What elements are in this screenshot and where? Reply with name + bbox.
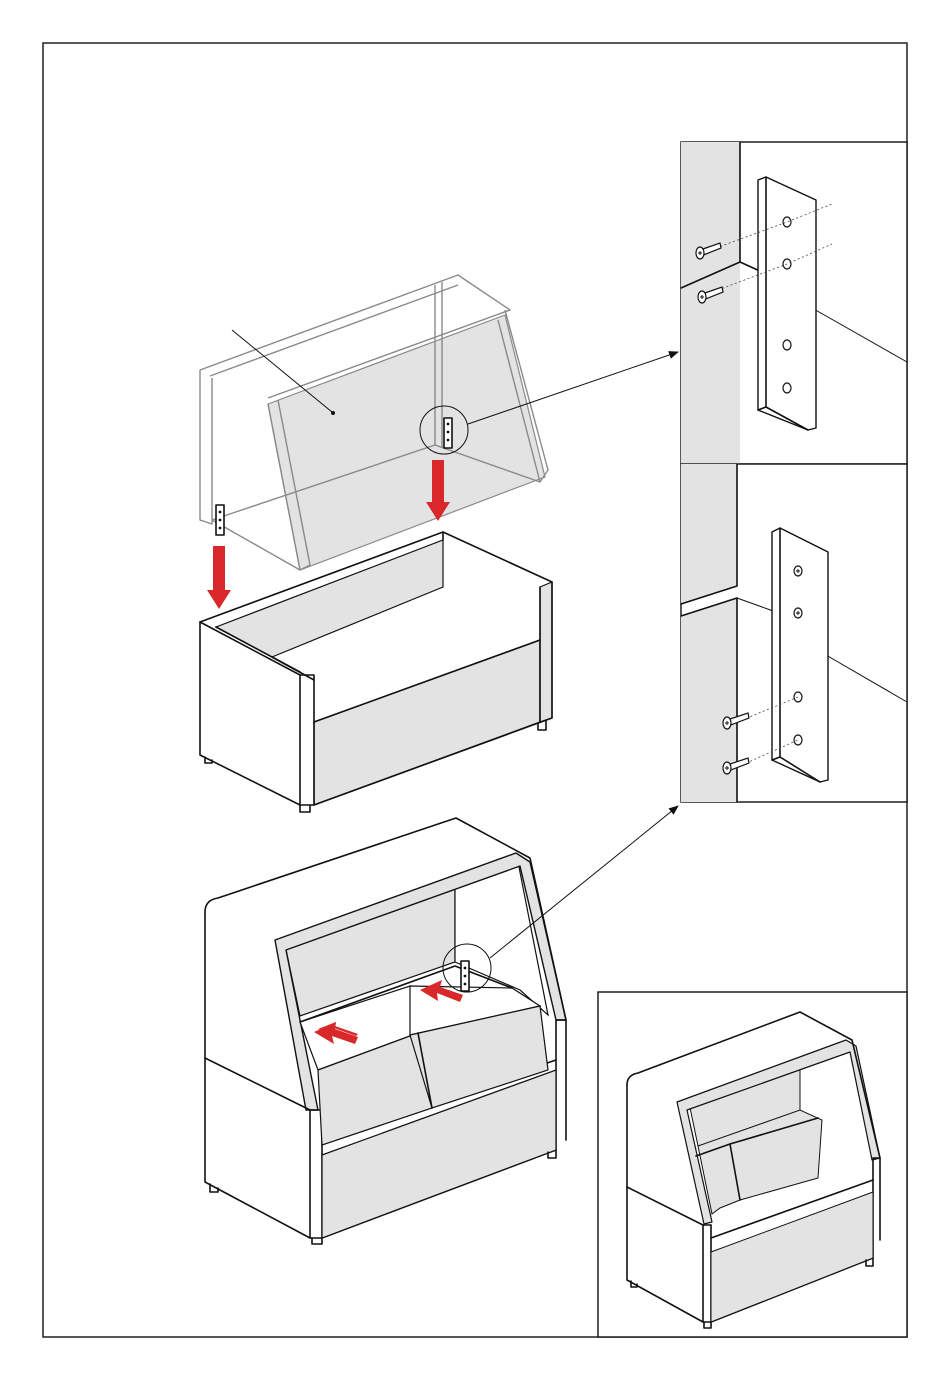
canopy-frame-ghost xyxy=(200,275,548,570)
result-panel xyxy=(598,992,907,1337)
sofa-base xyxy=(200,532,552,812)
assembled-sofa xyxy=(205,818,566,1244)
metal-bracket-plate xyxy=(461,961,469,991)
metal-bracket-plate xyxy=(216,505,224,535)
canopy-back-panel xyxy=(268,315,545,570)
panel-leader-dot xyxy=(331,411,335,415)
detail-panel-top xyxy=(681,142,907,464)
metal-bracket-plate xyxy=(444,418,452,448)
detail-panel-middle xyxy=(681,464,907,802)
red-down-arrow xyxy=(207,546,231,609)
